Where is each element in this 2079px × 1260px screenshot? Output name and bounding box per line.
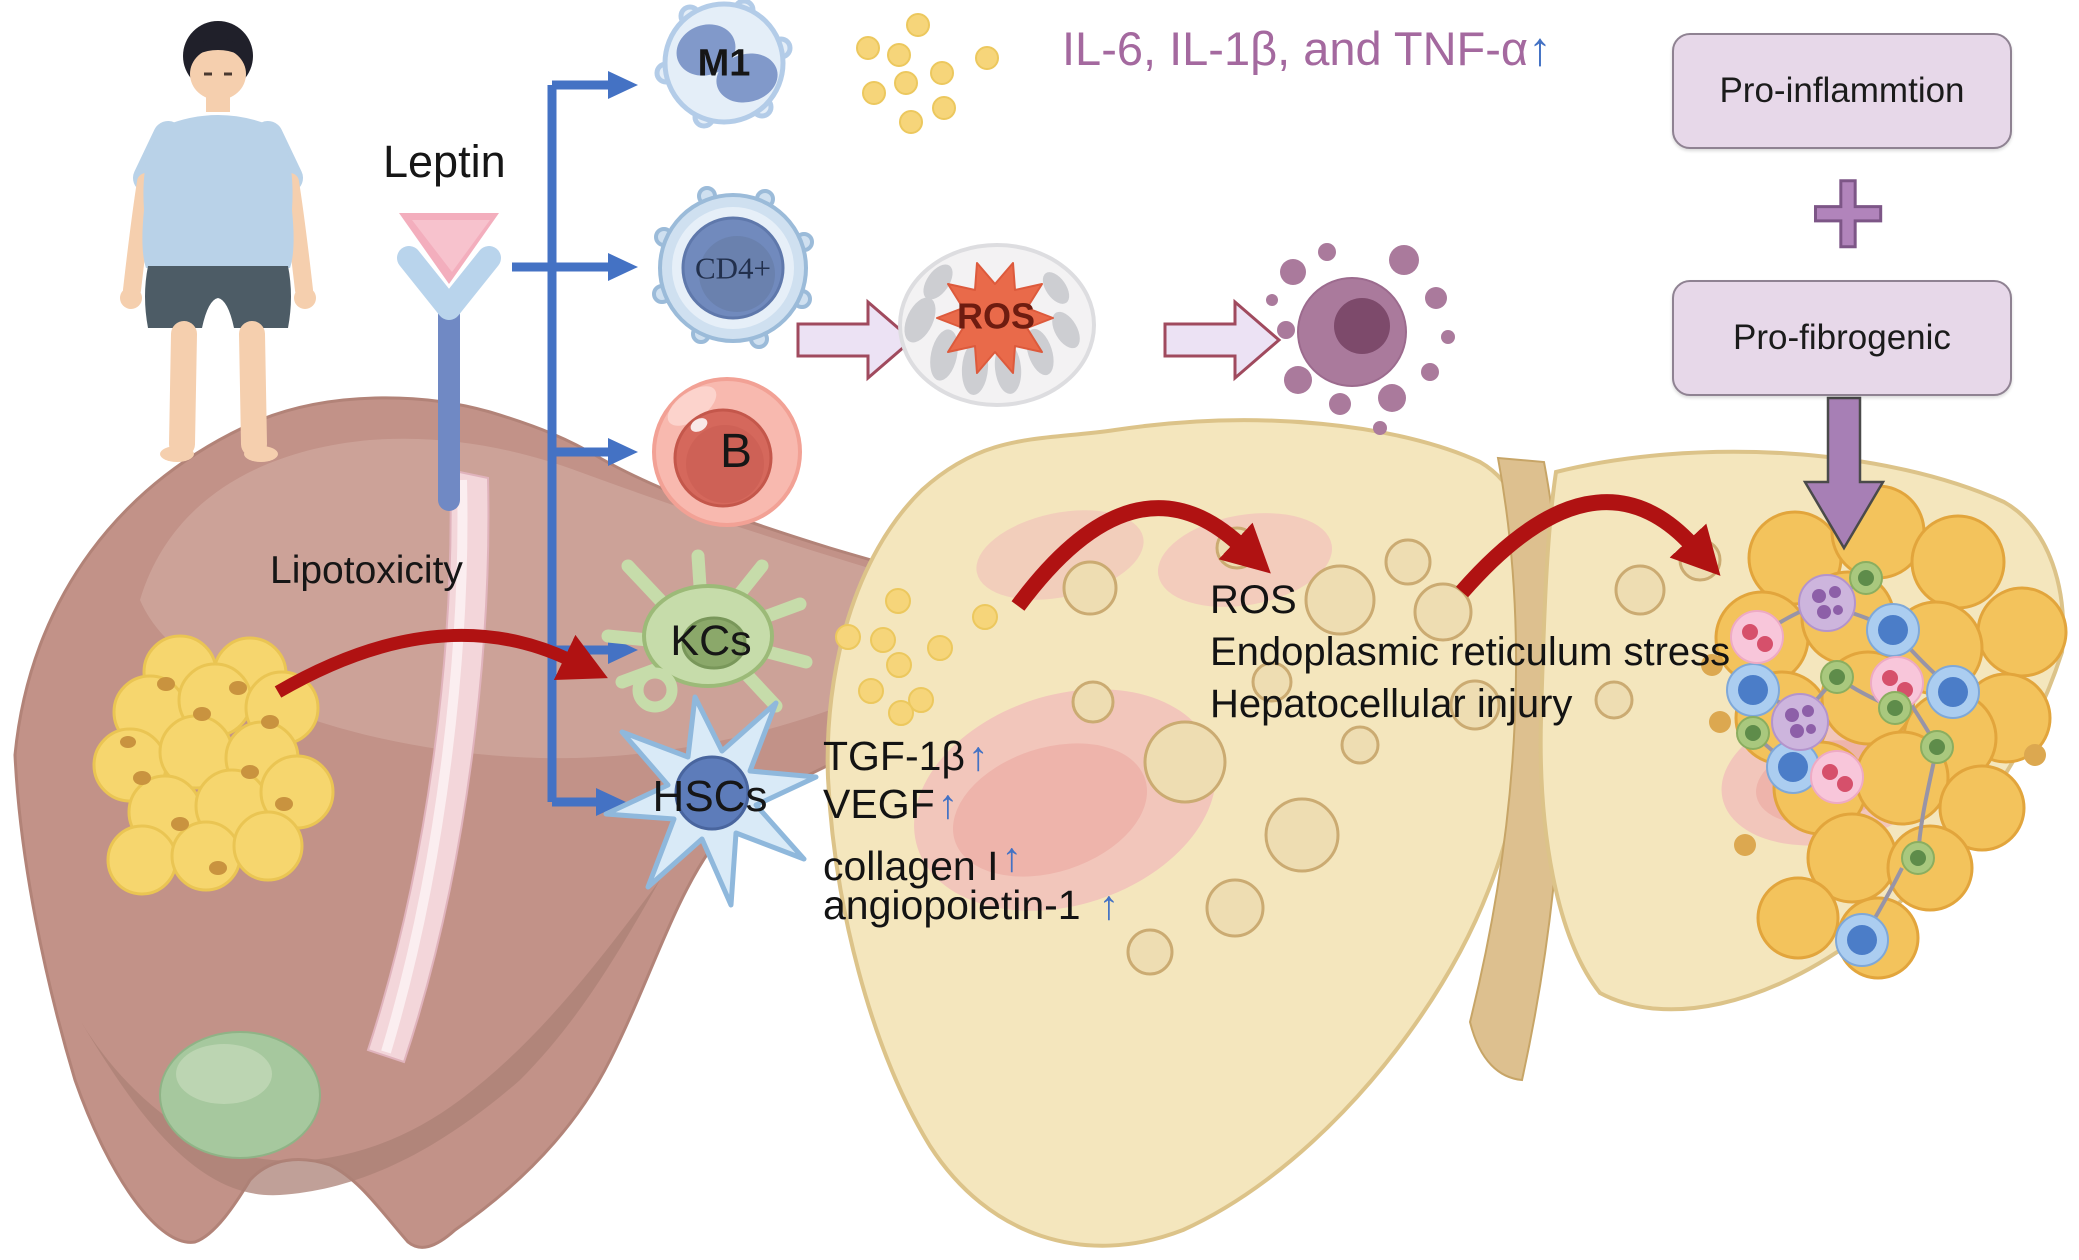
factor-vegf-label: VEGF <box>823 781 935 827</box>
injury-hepatocellular-label: Hepatocellular injury <box>1210 682 1573 726</box>
ros-mito-label: ROS <box>956 295 1036 337</box>
hepatic-stellate-cell <box>603 694 819 908</box>
cytokines-label: IL-6, IL-1β, and TNF-α↑ <box>1062 22 1552 75</box>
cytokines-text: IL-6, IL-1β, and TNF-α <box>1062 22 1529 75</box>
factor-collagen-label: collagen I <box>823 843 999 889</box>
cytokine-dots-top-icon <box>856 13 999 134</box>
leptin-receptor-icon <box>397 213 501 511</box>
green-immune-cell-icons <box>1736 561 1954 875</box>
b-cell-label: B <box>719 425 753 479</box>
factor-tgf-label: TGF-1β <box>823 733 966 779</box>
cd4-cell-label: CD4+ <box>694 250 772 286</box>
up-arrow-icon: ↑ <box>1528 22 1552 75</box>
leptin-label: Leptin <box>383 136 506 187</box>
factor-angiopoietin-label: angiopoietin-1 <box>823 882 1081 928</box>
up-arrow-icon: ↑ <box>1001 834 1023 880</box>
cd4-tcell <box>652 186 814 349</box>
fat-droplet-cluster-icon <box>92 634 335 896</box>
m1-macrophage-cell <box>654 0 793 129</box>
factor-collagen: collagen I↑ <box>823 834 1022 890</box>
hscs-cell-label: HSCs <box>652 772 768 822</box>
right-liver <box>825 418 2068 1248</box>
steatosis-to-nash-arc-icon <box>1011 500 1271 611</box>
obese-person-icon <box>120 21 316 462</box>
plus-icon: + <box>1809 138 1888 287</box>
blue-lymphocyte-icons <box>1726 603 1980 967</box>
b-cell <box>652 377 802 527</box>
kcs-cell-label: KCs <box>670 616 752 665</box>
down-arrow-icon <box>1802 396 1886 551</box>
leptin-signal-tree <box>512 71 638 816</box>
nash-to-fibrosis-arc-icon <box>1455 494 1721 598</box>
fibrosis-nodule <box>1701 484 2068 980</box>
mitochondria-ros-icon <box>898 243 1096 407</box>
up-arrow-icon: ↑ <box>937 781 959 827</box>
block-arrow-to-apoptosis-icon <box>1163 298 1282 382</box>
up-arrow-icon: ↑ <box>968 733 989 779</box>
lipotoxicity-label: Lipotoxicity <box>270 549 463 592</box>
lipotoxicity-arc-icon <box>274 628 608 698</box>
factor-tgf: TGF-1β↑ <box>823 733 989 780</box>
purple-immune-cell-icons <box>1771 574 1856 751</box>
factor-angiopoietin: angiopoietin-1 ↑ <box>823 882 1119 929</box>
gallbladder <box>159 1031 321 1159</box>
cytokine-dots-liver-icon <box>835 588 998 726</box>
apoptotic-cell-icon <box>1266 243 1455 435</box>
pro-fibrogenic-box: Pro-fibrogenic <box>1672 280 2012 396</box>
up-arrow-icon: ↑ <box>1098 882 1120 928</box>
pro-inflammation-box: Pro-inflammtion <box>1672 33 2012 149</box>
m1-cell-label: M1 <box>697 42 751 85</box>
injury-ros-label: ROS <box>1210 578 1297 622</box>
block-arrow-to-ros-icon <box>796 298 915 382</box>
kupffer-cell <box>601 549 813 713</box>
factor-vegf: VEGF↑ <box>823 781 958 828</box>
progression-arcs <box>274 494 1721 698</box>
injury-er-stress-label: Endoplasmic reticulum stress <box>1210 630 1731 674</box>
